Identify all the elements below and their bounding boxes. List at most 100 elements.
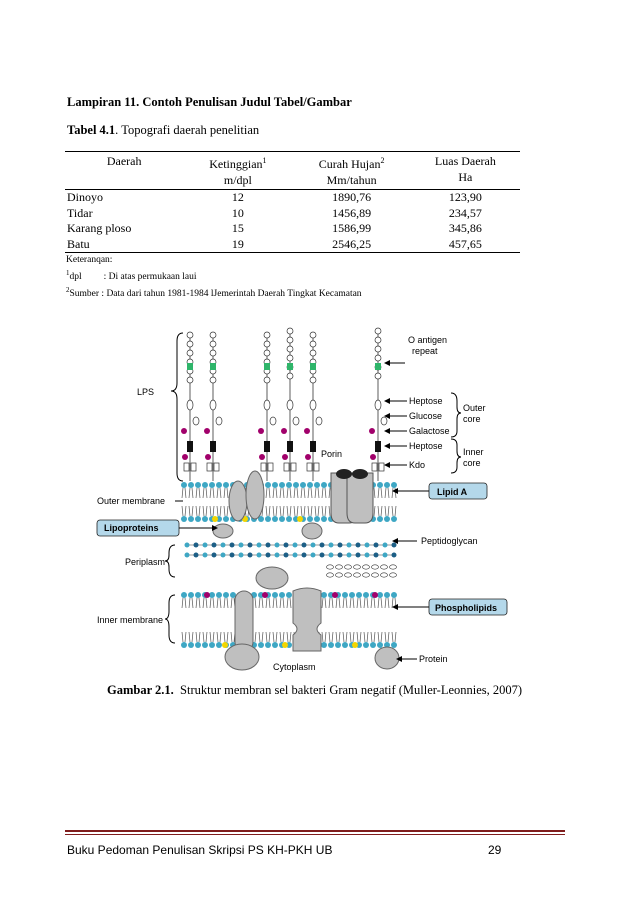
kdo-unit xyxy=(313,462,320,472)
lipid-head xyxy=(363,642,369,648)
lipid-head xyxy=(384,592,390,598)
label-kdo: Kdo xyxy=(409,460,425,470)
lipid-tail xyxy=(226,597,229,609)
peptidoglycan-unit xyxy=(346,542,352,548)
o-antigen-unit xyxy=(286,336,294,344)
lipid-tail xyxy=(258,631,261,643)
lipid-head xyxy=(265,482,271,488)
peptidoglycan-unit xyxy=(292,542,298,548)
lipid-tail xyxy=(342,597,345,609)
lipid-head xyxy=(272,592,278,598)
periplasm-sugar xyxy=(389,572,397,578)
lipid-head-accent xyxy=(204,592,210,598)
peptidoglycan-unit xyxy=(220,552,226,558)
lipid-tail xyxy=(286,505,289,517)
peptidoglycan-unit xyxy=(382,542,388,548)
lipid-tail xyxy=(216,631,219,643)
lipid-tail xyxy=(377,597,380,609)
lipid-tail xyxy=(352,597,355,609)
lipid-tail xyxy=(184,631,187,643)
lipid-tail xyxy=(300,487,303,499)
lipid-tail xyxy=(380,597,383,609)
lipid-tail xyxy=(198,505,201,517)
periplasm-sugar xyxy=(380,572,388,578)
lipid-head xyxy=(188,642,194,648)
lipid-head xyxy=(391,482,397,488)
appendix-title: Lampiran 11. Contoh Penulisan Judul Tabe… xyxy=(67,95,352,109)
lipid-tail xyxy=(265,505,268,517)
periplasm-sugar xyxy=(353,572,361,578)
phosphate-unit xyxy=(305,454,311,460)
heptose-unit xyxy=(309,399,317,411)
inner-membrane-protein xyxy=(234,590,254,652)
peptidoglycan-unit xyxy=(364,552,370,558)
periplasm-sugar xyxy=(353,564,361,570)
o-antigen-unit xyxy=(309,376,317,384)
lipid-head xyxy=(384,516,390,522)
lipid-tail xyxy=(387,487,390,499)
left-labels: LPS Outer membrane Lipoproteins Periplas… xyxy=(96,332,218,644)
lipid-tail xyxy=(205,487,208,499)
glucose-unit xyxy=(192,416,200,426)
lipid-tail xyxy=(328,487,331,499)
lipid-head xyxy=(370,642,376,648)
kdo-unit xyxy=(190,462,197,472)
lipid-tail xyxy=(394,505,397,517)
peptidoglycan-unit xyxy=(364,542,370,548)
lipid-tail xyxy=(373,597,376,609)
lipid-head xyxy=(272,642,278,648)
lipid-head xyxy=(223,516,229,522)
lipid-tail xyxy=(184,597,187,609)
lipid-head xyxy=(216,642,222,648)
lipid-tail xyxy=(184,505,187,517)
lipid-tail xyxy=(356,597,359,609)
peptidoglycan-unit xyxy=(310,552,316,558)
lipid-tail xyxy=(205,505,208,517)
lipid-tail xyxy=(366,597,369,609)
lipid-head xyxy=(363,592,369,598)
lipid-tail xyxy=(349,597,352,609)
peptidoglycan-unit xyxy=(319,552,325,558)
peptidoglycan-unit xyxy=(319,542,325,548)
lipid-tail xyxy=(321,631,324,643)
lipid-head xyxy=(181,482,187,488)
periplasm-sugar xyxy=(344,564,352,570)
phosphate-unit xyxy=(205,454,211,460)
lipid-tail xyxy=(219,597,222,609)
lipid-head-accent xyxy=(262,592,268,598)
lipid-tail xyxy=(394,631,397,643)
lipid-tail xyxy=(223,505,226,517)
lipid-head xyxy=(377,592,383,598)
heptose-unit xyxy=(186,399,194,411)
lipid-tail xyxy=(289,487,292,499)
lipid-tail xyxy=(205,597,208,609)
lipid-head xyxy=(209,482,215,488)
lipid-tail xyxy=(212,631,215,643)
o-antigen-unit xyxy=(374,327,382,335)
lipid-tail xyxy=(279,631,282,643)
lipid-head xyxy=(265,516,271,522)
lipid-tail xyxy=(352,631,355,643)
green-sugar xyxy=(310,363,316,370)
lipid-head xyxy=(349,592,355,598)
kdo-unit xyxy=(283,462,290,472)
lipid-head xyxy=(223,592,229,598)
lipid-head xyxy=(321,592,327,598)
lipid-head xyxy=(377,642,383,648)
lipid-head xyxy=(314,516,320,522)
lipid-tail xyxy=(317,487,320,499)
outer-membrane-protein xyxy=(228,480,248,522)
lipid-tail xyxy=(289,631,292,643)
peptidoglycan-unit xyxy=(256,552,262,558)
peptidoglycan-unit xyxy=(283,542,289,548)
header-daerah: Daerah xyxy=(65,151,184,190)
inner-membrane-brace xyxy=(164,594,176,644)
cell-curah-hujan: 1456,89 xyxy=(332,205,372,220)
label-glucose: Glucose xyxy=(409,411,442,421)
lipid-tail xyxy=(275,597,278,609)
lipid-tail xyxy=(324,631,327,643)
lipid-tail xyxy=(268,505,271,517)
lipid-tail xyxy=(223,631,226,643)
lipid-tail xyxy=(314,505,317,517)
cell-curah-hujan: 1890,76 xyxy=(332,190,372,204)
